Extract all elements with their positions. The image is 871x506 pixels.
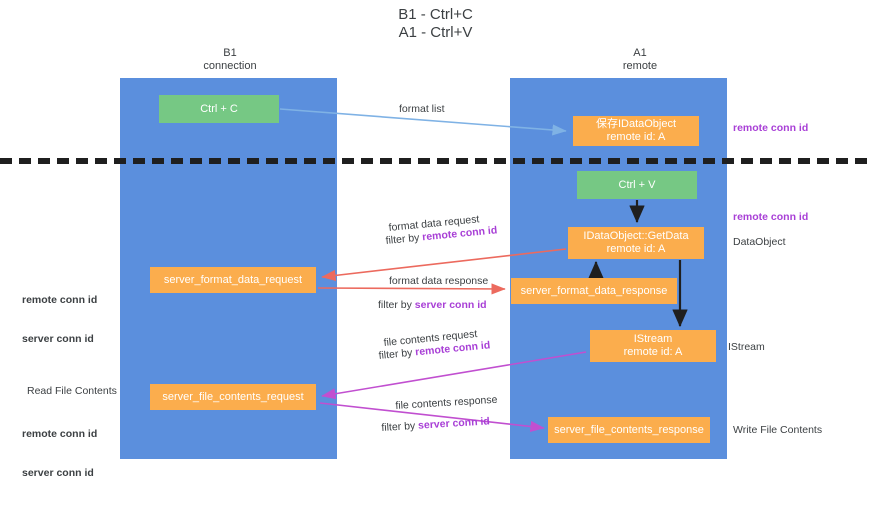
flow-label-format-data-response: format data response: [389, 275, 489, 287]
flow-label-format-list: format list: [399, 103, 445, 115]
filter-prefix: filter by: [385, 231, 423, 247]
filter-prefix: filter by: [381, 419, 419, 434]
filter-key-server-conn-id: server conn id: [414, 299, 487, 311]
node-server-format-data-request-label: server_format_data_request: [163, 273, 303, 286]
diagram-canvas: B1 - Ctrl+C A1 - Ctrl+V B1 connection A1…: [0, 6, 871, 479]
node-idataobject-title: 保存IDataObject: [595, 118, 677, 130]
node-ctrl-v[interactable]: Ctrl + V: [577, 171, 697, 199]
node-idataobject-getdata[interactable]: IDataObject::GetData remote id: A: [568, 227, 704, 259]
annotation-left-remote-conn-id-2: remote conn id: [22, 428, 98, 440]
annotation-write-file-contents: Write File Contents: [733, 424, 823, 436]
node-server-file-contents-request-label: server_file_contents_request: [162, 390, 304, 403]
node-istream-title: IStream: [633, 333, 673, 345]
node-server-format-data-response[interactable]: server_format_data_response: [511, 278, 677, 304]
node-idataobject[interactable]: 保存IDataObject remote id: A: [573, 116, 699, 146]
flow-label-format-data-response-filter: filter by server conn id: [378, 298, 487, 312]
annotation-istream: IStream: [728, 341, 765, 353]
annotation-dataobject: DataObject: [733, 236, 786, 248]
node-istream[interactable]: IStream remote id: A: [590, 330, 716, 362]
column-header-b1: B1 connection: [203, 47, 257, 72]
arrow-layer: [0, 108, 871, 433]
node-ctrl-v-label: Ctrl + V: [618, 178, 656, 191]
node-getdata-title: IDataObject::GetData: [583, 230, 689, 242]
annotation-remote-conn-id-top: remote conn id: [733, 122, 809, 134]
annotation-left-remote-conn-id: remote conn id: [22, 294, 98, 306]
node-server-file-contents-response[interactable]: server_file_contents_response: [548, 417, 710, 443]
annotation-remote-conn-id-mid: remote conn id: [733, 211, 809, 223]
annotation-left-server-conn-id-2: server conn id: [22, 467, 94, 479]
node-server-format-data-request[interactable]: server_format_data_request: [150, 267, 316, 293]
page-title: B1 - Ctrl+C A1 - Ctrl+V: [398, 6, 473, 41]
annotation-left-server-conn-id: server conn id: [22, 333, 94, 345]
column-header-a1: A1 remote: [622, 47, 658, 72]
node-ctrl-c[interactable]: Ctrl + C: [159, 95, 279, 123]
node-istream-subtitle: remote id: A: [623, 346, 683, 358]
annotation-left-conn-ids-top: remote conn id server conn id: [22, 268, 97, 372]
node-getdata-subtitle: remote id: A: [606, 243, 666, 255]
node-server-file-contents-request[interactable]: server_file_contents_request: [150, 384, 316, 410]
node-ctrl-c-label: Ctrl + C: [200, 102, 238, 115]
node-server-format-data-response-label: server_format_data_response: [520, 284, 668, 297]
annotation-left-conn-ids-bottom: remote conn id server conn id: [22, 402, 97, 506]
node-idataobject-subtitle: remote id: A: [606, 131, 666, 143]
node-server-file-contents-response-label: server_file_contents_response: [554, 423, 704, 436]
annotation-read-file-contents: Read File Contents: [27, 385, 117, 397]
filter-prefix: filter by: [378, 346, 416, 362]
filter-prefix: filter by: [378, 299, 415, 311]
